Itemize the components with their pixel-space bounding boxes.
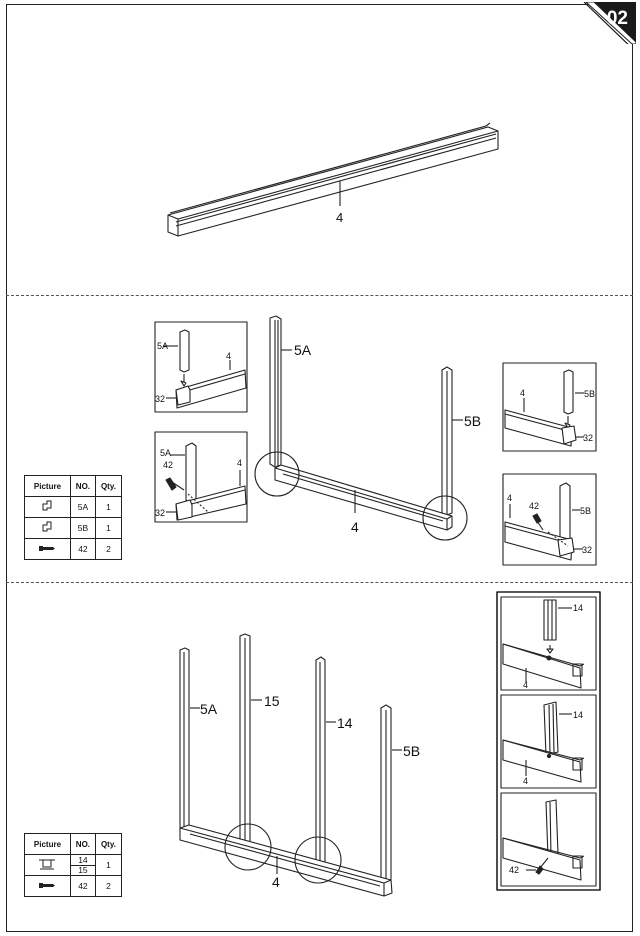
step3-post-5b-label: 5B: [403, 743, 420, 759]
detail-bl-drawing: [165, 442, 247, 521]
detail-s3-2-rail-label: 4: [523, 776, 528, 786]
detail-tl-rail-label: 4: [226, 351, 231, 361]
detail-box-bl: [154, 431, 248, 523]
detail-tl-connector-label: 32: [155, 394, 165, 404]
detail-tl-drawing: [163, 329, 247, 409]
t-connector-icon: [24, 854, 71, 876]
detail-s3-1-rail-label: 4: [523, 680, 528, 690]
detail-bl-rail-label: 4: [237, 458, 242, 468]
detail-box-tr: [502, 362, 597, 452]
detail-br-drawing: [504, 482, 583, 561]
detail-s3-3-drawing: [502, 799, 585, 881]
step2-post-5a-label: 5A: [294, 342, 312, 358]
step3-frame: [179, 633, 402, 897]
detail-box-s3-2: [500, 694, 597, 789]
instruction-page: [6, 4, 633, 932]
table-header-no: NO.: [69, 475, 96, 497]
detail-br-rail-label: 4: [507, 493, 512, 503]
detail-tr-connector-label: 32: [583, 433, 593, 443]
table-header-no: NO.: [69, 833, 96, 855]
detail-tr-post-label: 5B: [584, 389, 595, 399]
table-header-picture: Picture: [24, 833, 71, 855]
table-header-qty: Qty.: [94, 475, 123, 497]
step3-post-5a-label: 5A: [200, 701, 218, 717]
step2-parts-table: Picture NO. Qty. 5A 1 5B 1 42 2: [24, 475, 123, 560]
section-divider: [6, 582, 633, 583]
step2-post-5b-label: 5B: [464, 413, 481, 429]
detail-br-connector-label: 32: [582, 545, 592, 555]
table-row: 42 2: [24, 875, 123, 897]
section-divider: [6, 295, 633, 296]
detail-box-s3-1: [500, 596, 597, 691]
table-row: 14 15 1: [24, 854, 123, 876]
detail-s3-1-post-label: 14: [573, 603, 583, 613]
detail-panel-step3: [496, 591, 601, 891]
detail-tr-rail-label: 4: [520, 388, 525, 398]
detail-tl-post-label: 5A: [157, 341, 168, 351]
detail-bl-connector-label: 32: [155, 508, 165, 518]
table-row: 42 2: [24, 538, 123, 560]
table-header-picture: Picture: [24, 475, 71, 497]
page-number: 02: [606, 8, 628, 29]
step2-rail-label: 4: [351, 519, 359, 535]
detail-s3-3-screw-label: 42: [509, 865, 519, 875]
step2-frame: [254, 315, 468, 541]
detail-box-tl: [154, 321, 248, 413]
detail-box-s3-3: [500, 792, 597, 887]
detail-bl-screw-label: 42: [163, 460, 173, 470]
table-row: 5A 1: [24, 496, 123, 518]
detail-bl-post-label: 5A: [160, 448, 171, 458]
step3-rail-label: 4: [272, 874, 280, 890]
detail-br-post-label: 5B: [580, 506, 591, 516]
table-header-qty: Qty.: [94, 833, 123, 855]
page-number-badge: 02: [572, 1, 637, 53]
detail-s3-2-post-label: 14: [573, 710, 583, 720]
step3-post-15-label: 15: [264, 693, 280, 709]
step1-rail-label: 4: [336, 210, 343, 225]
detail-s3-1-drawing: [502, 599, 585, 689]
detail-box-br: [502, 473, 597, 566]
table-row: 5B 1: [24, 517, 123, 539]
step3-parts-table: Picture NO. Qty. 14 15 1 42 2: [24, 833, 123, 897]
corner-connector-icon: [24, 496, 71, 518]
detail-br-screw-label: 42: [529, 501, 539, 511]
detail-s3-2-drawing: [502, 701, 585, 783]
step3-post-14-label: 14: [337, 715, 353, 731]
screw-icon: [24, 875, 71, 897]
detail-tr-drawing: [504, 369, 584, 447]
corner-connector-icon: [24, 517, 71, 539]
screw-icon: [24, 538, 71, 560]
step1-rail-4: [167, 122, 499, 237]
